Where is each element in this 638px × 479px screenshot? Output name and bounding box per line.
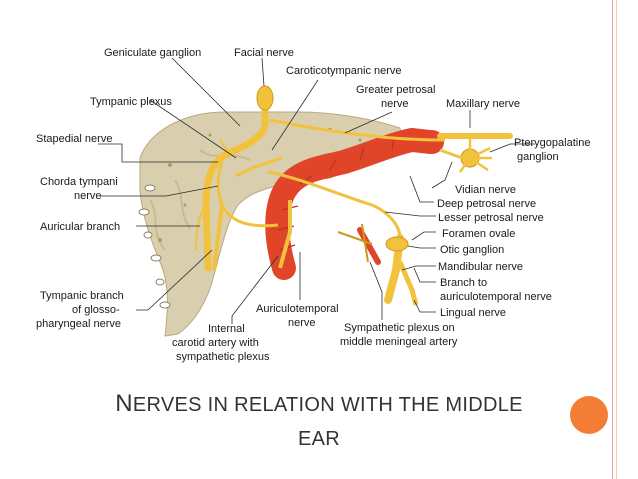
label-sympathetic-plexus-1: Sympathetic plexus on xyxy=(344,322,455,334)
lesser-petrosal-nerve xyxy=(267,170,402,239)
label-tympanic-plexus: Tympanic plexus xyxy=(90,96,172,108)
label-mandibular-nerve: Mandibular nerve xyxy=(438,261,523,273)
label-otic-ganglion: Otic ganglion xyxy=(440,244,504,256)
ganglion-branches xyxy=(458,136,492,173)
label-foramen-ovale: Foramen ovale xyxy=(442,228,515,240)
label-lesser-petrosal-nerve: Lesser petrosal nerve xyxy=(438,212,544,224)
mastoid-cells xyxy=(138,184,171,309)
label-pterygopalatine-1: Pterygopalatine xyxy=(514,137,590,149)
geniculate-ganglion xyxy=(256,85,274,111)
greater-petrosal-nerve xyxy=(269,118,446,142)
slide-title-line1: NERVES IN RELATION WITH THE MIDDLE xyxy=(0,390,638,418)
label-internal-carotid-1: Internal xyxy=(208,323,245,335)
label-greater-petrosal-1: Greater petrosal xyxy=(356,84,435,96)
facial-nerve xyxy=(202,92,269,272)
label-internal-carotid-3: sympathetic plexus xyxy=(176,351,270,363)
leader-lines xyxy=(98,57,535,324)
label-deep-petrosal-nerve: Deep petrosal nerve xyxy=(437,198,536,210)
otic-ganglion xyxy=(385,236,409,252)
glossopharyngeal-branch xyxy=(212,204,224,271)
label-greater-petrosal-2: nerve xyxy=(381,98,409,110)
title-initial: N xyxy=(115,390,133,417)
label-stapedial-nerve: Stapedial nerve xyxy=(36,133,112,145)
label-auriculotemporal-2: nerve xyxy=(288,317,316,329)
label-maxillary-nerve: Maxillary nerve xyxy=(446,98,520,110)
label-auriculotemporal-1: Auriculotemporal xyxy=(256,303,339,315)
accent-dot xyxy=(570,396,608,434)
label-sympathetic-plexus-2: middle meningeal artery xyxy=(340,336,458,348)
frame-line-secondary xyxy=(616,0,617,479)
slide-title-line2: EAR xyxy=(297,428,341,450)
label-internal-carotid-2: carotid artery with xyxy=(172,337,259,349)
vidian-nerve xyxy=(439,148,463,160)
label-branch-to-1: Branch to xyxy=(440,277,487,289)
auricular-nerve xyxy=(195,204,207,251)
tympanic-nerve xyxy=(235,156,283,178)
label-lingual-nerve: Lingual nerve xyxy=(440,307,506,319)
label-tympanic-branch-2: of glosso- xyxy=(72,304,120,316)
label-chorda-tympani-1: Chorda tympani xyxy=(40,176,118,188)
label-tympanic-branch-1: Tympanic branch xyxy=(40,290,124,302)
lingual-nerve xyxy=(397,261,419,306)
label-auricular-branch: Auricular branch xyxy=(40,221,120,233)
label-vidian-nerve: Vidian nerve xyxy=(455,184,516,196)
label-geniculate-ganglion: Geniculate ganglion xyxy=(104,47,201,59)
label-chorda-tympani-2: nerve xyxy=(74,190,102,202)
label-pterygopalatine-2: ganglion xyxy=(517,151,559,163)
label-tympanic-branch-3: pharyngeal nerve xyxy=(36,318,121,330)
auriculotemporal-nerve xyxy=(337,223,373,263)
label-branch-to-2: auriculotemporal nerve xyxy=(440,291,552,303)
title-rest: ERVES IN RELATION WITH THE MIDDLE xyxy=(132,394,523,416)
label-facial-nerve: Facial nerve xyxy=(234,47,294,59)
label-caroticotympanic-nerve: Caroticotympanic nerve xyxy=(286,65,402,77)
auriculotemporal-trunk xyxy=(278,200,292,269)
frame-line xyxy=(612,0,613,479)
